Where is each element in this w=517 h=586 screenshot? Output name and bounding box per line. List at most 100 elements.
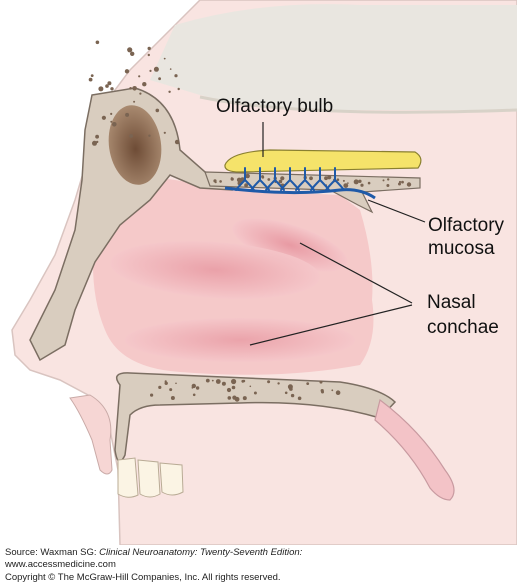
bone-dot (130, 51, 135, 56)
bone-dot (267, 380, 271, 384)
bone-dot (331, 389, 334, 392)
bone-dot (112, 122, 117, 127)
label-olfactory-mucosa-1: Olfactory (428, 215, 505, 236)
bone-dot (147, 46, 151, 51)
bone-dot (227, 396, 232, 400)
soft-palate (374, 398, 455, 501)
bone-dot (244, 183, 249, 188)
bone-dot (174, 74, 178, 78)
bone-dot (297, 396, 302, 401)
bone-dot (280, 176, 285, 181)
bone-dot (358, 179, 362, 183)
bone-dot (147, 53, 150, 57)
bone-dot (174, 139, 180, 145)
bone-texture (88, 40, 412, 402)
bone-dot (386, 184, 390, 187)
olfactory-nerve-fiber (310, 167, 330, 191)
hard-palate (114, 372, 397, 463)
label-olfactory-bulb: Olfactory bulb (216, 96, 334, 117)
bone-dot (241, 379, 245, 383)
frontal-sinus (108, 105, 162, 185)
bone-dot (367, 181, 371, 185)
bone-dot (249, 385, 252, 388)
bone-dot (277, 382, 280, 385)
bone-dot (90, 74, 94, 77)
bone-dot (170, 396, 175, 400)
bone-dot (231, 385, 236, 390)
source-prefix: Source: Waxman SG: (5, 547, 100, 558)
bone-dot (169, 388, 173, 392)
bone-dot (96, 140, 99, 144)
bone-dot (98, 86, 104, 92)
olfactory-nerve-fiber (280, 167, 300, 191)
bone-dot (92, 140, 97, 146)
bone-dot (110, 87, 114, 91)
bone-dot (129, 87, 132, 90)
olfactory-mucosa-line (224, 186, 376, 200)
bone-dot (133, 100, 136, 103)
bone-dot (169, 68, 172, 70)
bone-dot (148, 134, 151, 137)
bone-dot (290, 393, 295, 398)
bone-dot (267, 178, 271, 181)
bone-dot (155, 108, 160, 113)
bone-dot (253, 391, 257, 395)
superior-concha (232, 218, 348, 272)
label-nasal-conchae-1: Nasal (427, 292, 476, 313)
bone-dot (232, 395, 237, 400)
source-credit: Source: Waxman SG: Clinical Neuroanatomy… (5, 547, 302, 559)
bone-dot (175, 382, 177, 385)
bone-dot (177, 87, 180, 91)
bone-dot (125, 112, 130, 117)
bone-dot (164, 381, 168, 385)
bone-dot (360, 183, 364, 187)
bone-dot (163, 131, 166, 134)
copyright-notice: Copyright © The McGraw-Hill Companies, I… (5, 572, 281, 583)
bone-dot (158, 385, 162, 389)
bone-dot (353, 179, 359, 185)
bone-dot (129, 134, 134, 138)
bone-dot (107, 81, 112, 86)
olfactory-nerve-fiber (295, 167, 315, 191)
bone-dot (387, 178, 390, 181)
bone-dot (205, 378, 210, 383)
bone-dot (231, 378, 237, 385)
bone-dot (226, 387, 232, 393)
bone-dot (192, 393, 196, 397)
bone-dot (261, 175, 265, 179)
bone-dot (139, 92, 142, 95)
bone-dot (319, 380, 323, 384)
bone-dot (110, 120, 113, 123)
olfactory-bulb-shape (224, 149, 422, 173)
inferior-concha (125, 318, 355, 362)
bone-dot (158, 77, 162, 81)
bone-dot (149, 69, 152, 72)
bone-dot (95, 40, 100, 45)
bone-dot (221, 381, 226, 386)
bone-dot (105, 84, 109, 88)
bone-dot (230, 177, 234, 181)
bone-dot (336, 178, 340, 181)
bone-dot (398, 180, 402, 184)
bone-dot (95, 134, 99, 139)
bone-dot (138, 75, 141, 78)
bone-dot (327, 175, 332, 180)
source-url: www.accessmedicine.com (5, 559, 116, 570)
olfactory-nerve-fiber (265, 167, 285, 191)
bone-dot (132, 86, 137, 91)
bone-dot (324, 176, 328, 181)
leader-lines (249, 122, 426, 346)
bone-dot (168, 90, 171, 94)
bone-dot (124, 69, 130, 74)
nasal-anatomy-illustration (11, 0, 517, 545)
bone-dot (284, 391, 288, 395)
bone-dot (88, 77, 93, 82)
bone-dot (153, 66, 159, 72)
upper-lip (69, 394, 113, 475)
bone-dot (242, 396, 247, 401)
teeth (117, 457, 184, 498)
bone-dot (382, 179, 385, 182)
middle-concha (110, 241, 320, 299)
bone-dot (150, 393, 154, 397)
bone-dot (219, 180, 222, 183)
